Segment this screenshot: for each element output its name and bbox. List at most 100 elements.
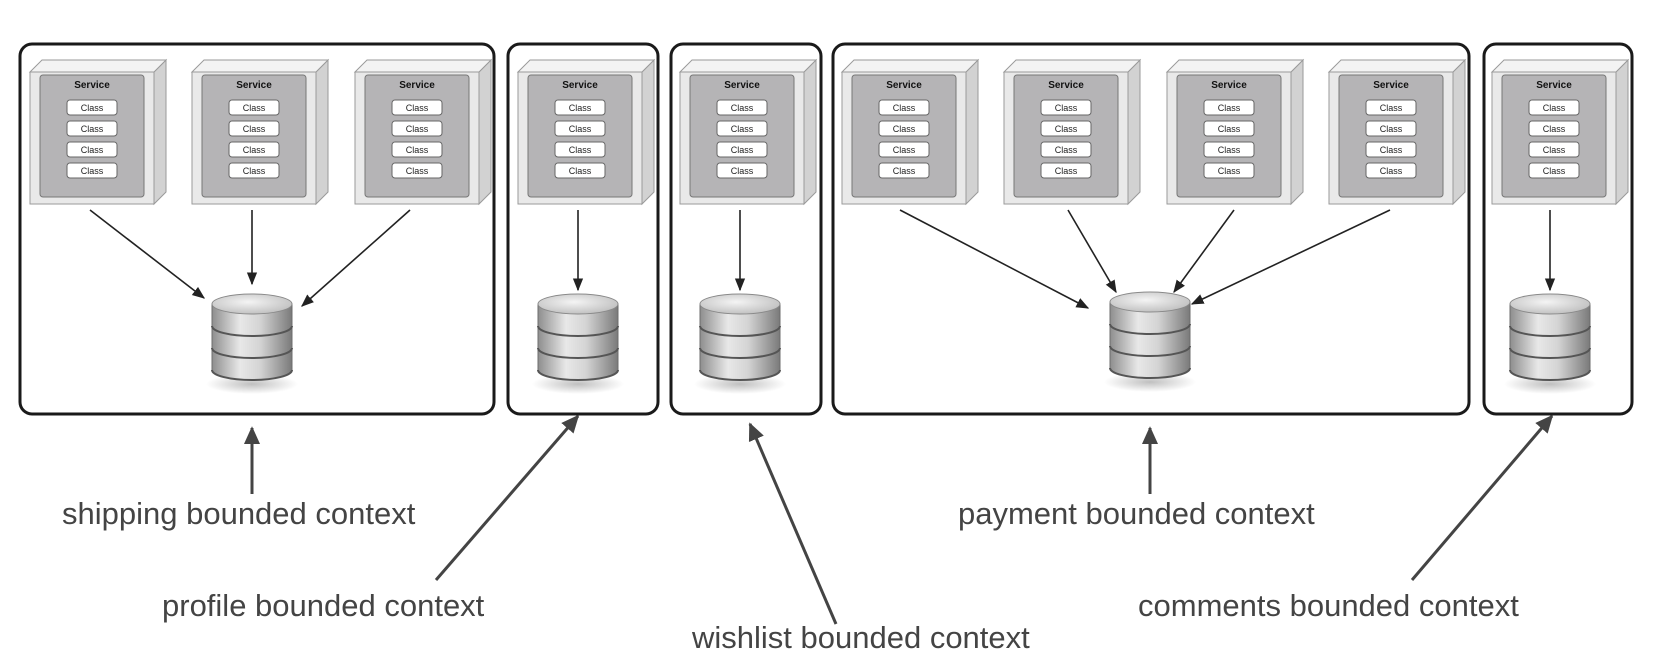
class-label: Class	[406, 145, 429, 155]
service-side	[315, 58, 329, 206]
database-ring	[1109, 367, 1191, 379]
service-title: Service	[236, 80, 272, 91]
class-label: Class	[569, 124, 592, 134]
database-ring	[537, 325, 619, 337]
service-side	[1290, 58, 1304, 206]
label-comments: comments bounded context	[1138, 588, 1519, 623]
label-arrows	[243, 414, 1554, 625]
service-title: Service	[1048, 80, 1084, 91]
class-box	[228, 120, 280, 137]
database-ring	[1509, 369, 1591, 381]
class-label: Class	[731, 124, 754, 134]
database-ring	[1109, 323, 1191, 335]
class-box	[1203, 162, 1255, 179]
service-top	[190, 59, 330, 73]
class-label: Class	[81, 145, 104, 155]
frame-shipping	[18, 42, 496, 416]
class-box	[1365, 120, 1417, 137]
class-label: Class	[81, 103, 104, 113]
services-layer: ServiceClassClassClassClassServiceClassC…	[28, 58, 1630, 206]
frame-comments	[1482, 42, 1634, 416]
database-ring	[1509, 325, 1591, 337]
class-box	[1528, 99, 1580, 116]
service-top	[28, 59, 168, 73]
class-box	[716, 162, 768, 179]
class-box	[554, 120, 606, 137]
class-label: Class	[243, 124, 266, 134]
class-label: Class	[1380, 145, 1403, 155]
label-arrow-comments	[1410, 414, 1554, 581]
class-label: Class	[1380, 166, 1403, 176]
databases-layer	[206, 291, 1596, 394]
database-top	[1109, 291, 1191, 313]
class-box	[1528, 120, 1580, 137]
class-label: Class	[731, 166, 754, 176]
service-top	[1327, 59, 1467, 73]
label-arrow-profile	[434, 414, 580, 581]
class-box	[391, 162, 443, 179]
class-label: Class	[1380, 124, 1403, 134]
context-frames	[18, 42, 1634, 416]
label-shipping: shipping bounded context	[62, 496, 416, 531]
service-side	[965, 58, 979, 206]
class-box	[66, 120, 118, 137]
class-box	[1365, 99, 1417, 116]
class-box	[1040, 162, 1092, 179]
label-wishlist: wishlist bounded context	[691, 620, 1030, 655]
class-label: Class	[406, 166, 429, 176]
class-box	[1203, 141, 1255, 158]
class-box	[878, 162, 930, 179]
service-top	[516, 59, 656, 73]
class-label: Class	[1055, 103, 1078, 113]
service-top	[1165, 59, 1305, 73]
class-box	[1365, 141, 1417, 158]
class-label: Class	[893, 145, 916, 155]
arrow-shipping-1	[89, 209, 206, 299]
class-label: Class	[243, 103, 266, 113]
class-label: Class	[406, 124, 429, 134]
class-box	[878, 141, 930, 158]
service-side	[641, 58, 655, 206]
class-box	[1040, 141, 1092, 158]
class-label: Class	[1218, 124, 1241, 134]
class-box	[1203, 120, 1255, 137]
class-label: Class	[731, 145, 754, 155]
class-box	[878, 99, 930, 116]
context-labels: shipping bounded context profile bounded…	[62, 496, 1519, 655]
class-box	[228, 99, 280, 116]
class-box	[391, 99, 443, 116]
database-ring	[537, 347, 619, 359]
service-side	[1452, 58, 1466, 206]
class-label: Class	[1218, 166, 1241, 176]
class-box	[716, 99, 768, 116]
class-box	[878, 120, 930, 137]
class-box	[1040, 99, 1092, 116]
service-top	[353, 59, 493, 73]
service-title: Service	[399, 80, 435, 91]
database-ring	[1509, 347, 1591, 359]
arrow-payment-3	[1173, 209, 1235, 294]
arrow-payment-4	[1190, 209, 1391, 305]
class-box	[66, 99, 118, 116]
class-box	[66, 141, 118, 158]
class-box	[716, 120, 768, 137]
database-icon-comments	[1504, 293, 1596, 394]
arrow-payment-2	[1067, 209, 1117, 294]
arrow-shipping-3	[301, 209, 411, 307]
database-ring	[699, 347, 781, 359]
class-label: Class	[81, 166, 104, 176]
class-label: Class	[1218, 145, 1241, 155]
class-label: Class	[731, 103, 754, 113]
database-ring	[699, 369, 781, 381]
service-title: Service	[1211, 80, 1247, 91]
class-box	[554, 99, 606, 116]
